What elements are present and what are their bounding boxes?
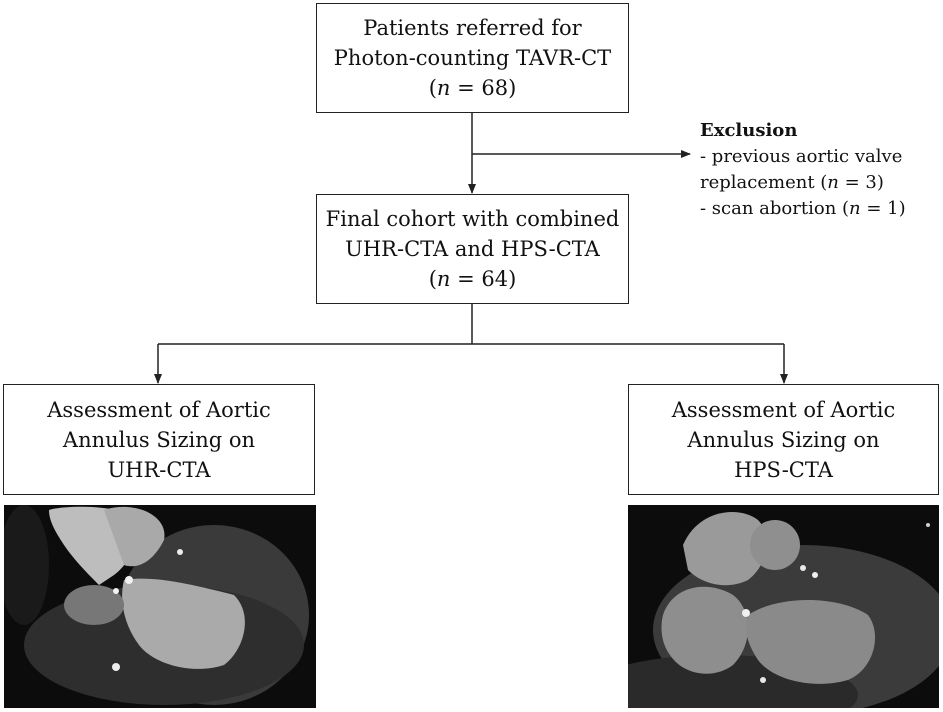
uhr-line-3: UHR-CTA (107, 457, 211, 482)
exclusion-item-2: - scan abortion (n = 1) (700, 198, 906, 219)
uhr-cta-scan-image (4, 505, 316, 708)
uhr-assessment-box: Assessment of Aortic Annulus Sizing on U… (3, 384, 315, 495)
referred-count: (n = 68) (428, 76, 517, 100)
uhr-scan-drawing (4, 505, 316, 708)
hps-line-3: HPS-CTA (734, 457, 833, 482)
hps-scan-drawing (628, 505, 939, 708)
exclusion-title: Exclusion (700, 120, 798, 141)
hps-assessment-box: Assessment of Aortic Annulus Sizing on H… (628, 384, 939, 495)
cohort-count: (n = 64) (428, 267, 517, 291)
referred-line-1: Patients referred for (363, 16, 582, 40)
cohort-line-2: UHR-CTA and HPS-CTA (345, 237, 600, 261)
hps-cta-scan-image (628, 505, 939, 708)
hps-line-2: Annulus Sizing on (687, 427, 880, 452)
exclusion-item-1: - previous aortic valve (700, 146, 903, 167)
exclusion-note: Exclusion - previous aortic valve replac… (700, 118, 906, 222)
cohort-line-1: Final cohort with combined (325, 207, 620, 231)
final-cohort-box: Final cohort with combined UHR-CTA and H… (316, 194, 629, 304)
hps-line-1: Assessment of Aortic (671, 397, 896, 422)
referred-patients-box: Patients referred for Photon-counting TA… (316, 3, 629, 113)
exclusion-item-1-cont: replacement (n = 3) (700, 172, 884, 193)
uhr-line-1: Assessment of Aortic (47, 397, 271, 422)
uhr-line-2: Annulus Sizing on (62, 427, 256, 452)
referred-line-2: Photon-counting TAVR-CT (333, 46, 612, 70)
